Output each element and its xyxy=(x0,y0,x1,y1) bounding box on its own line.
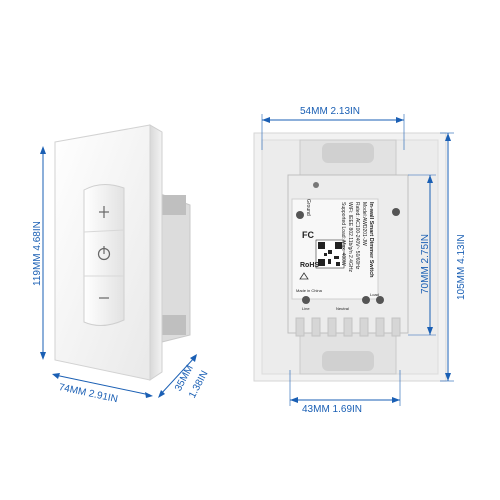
terminal-screws xyxy=(296,182,400,304)
terminal-line-label: Line xyxy=(302,306,310,311)
qr-code xyxy=(315,239,345,269)
recycle-icon xyxy=(299,272,309,280)
plus-icon xyxy=(99,206,109,218)
outer-height-dimension-label: 105MM 4.13IN xyxy=(456,234,467,300)
label-load-text: Supported Load: Max. 400W xyxy=(340,202,346,266)
top-width-dimension-label: 54MM 2.13IN xyxy=(300,106,361,117)
label-made-text: Made in China xyxy=(296,288,322,293)
label-title-text: In-wall Smart Dimmer Switch xyxy=(368,202,374,278)
dimmer-rocker xyxy=(83,184,125,326)
rohs-mark: RoHS xyxy=(300,262,320,269)
label-model-text: Model:AWD201-JW xyxy=(361,202,367,246)
label-ground-text: Ground xyxy=(305,199,311,216)
terminal-load-label: Load xyxy=(370,292,379,297)
label-rated-text: Rated: AC100-240V~ 50/60Hz xyxy=(354,202,360,270)
inner-height-dimension-label: 70MM 2.75IN xyxy=(420,233,431,294)
switch-front-view xyxy=(54,124,191,381)
terminal-neutral-label: Neutral xyxy=(336,306,349,311)
right-dimension-lines xyxy=(261,114,454,406)
label-wifi-text: WiFi: IEEE 802.11b/g/n 2.4GHz xyxy=(347,202,353,272)
left-dimension-lines xyxy=(40,146,197,398)
fcc-mark: FC xyxy=(302,230,314,240)
cooling-fins xyxy=(295,317,401,337)
power-icon xyxy=(97,246,111,261)
height-dimension-label: 119MM 4.68IN xyxy=(32,221,43,286)
bottom-width-dimension-label: 43MM 1.69IN xyxy=(302,404,363,415)
